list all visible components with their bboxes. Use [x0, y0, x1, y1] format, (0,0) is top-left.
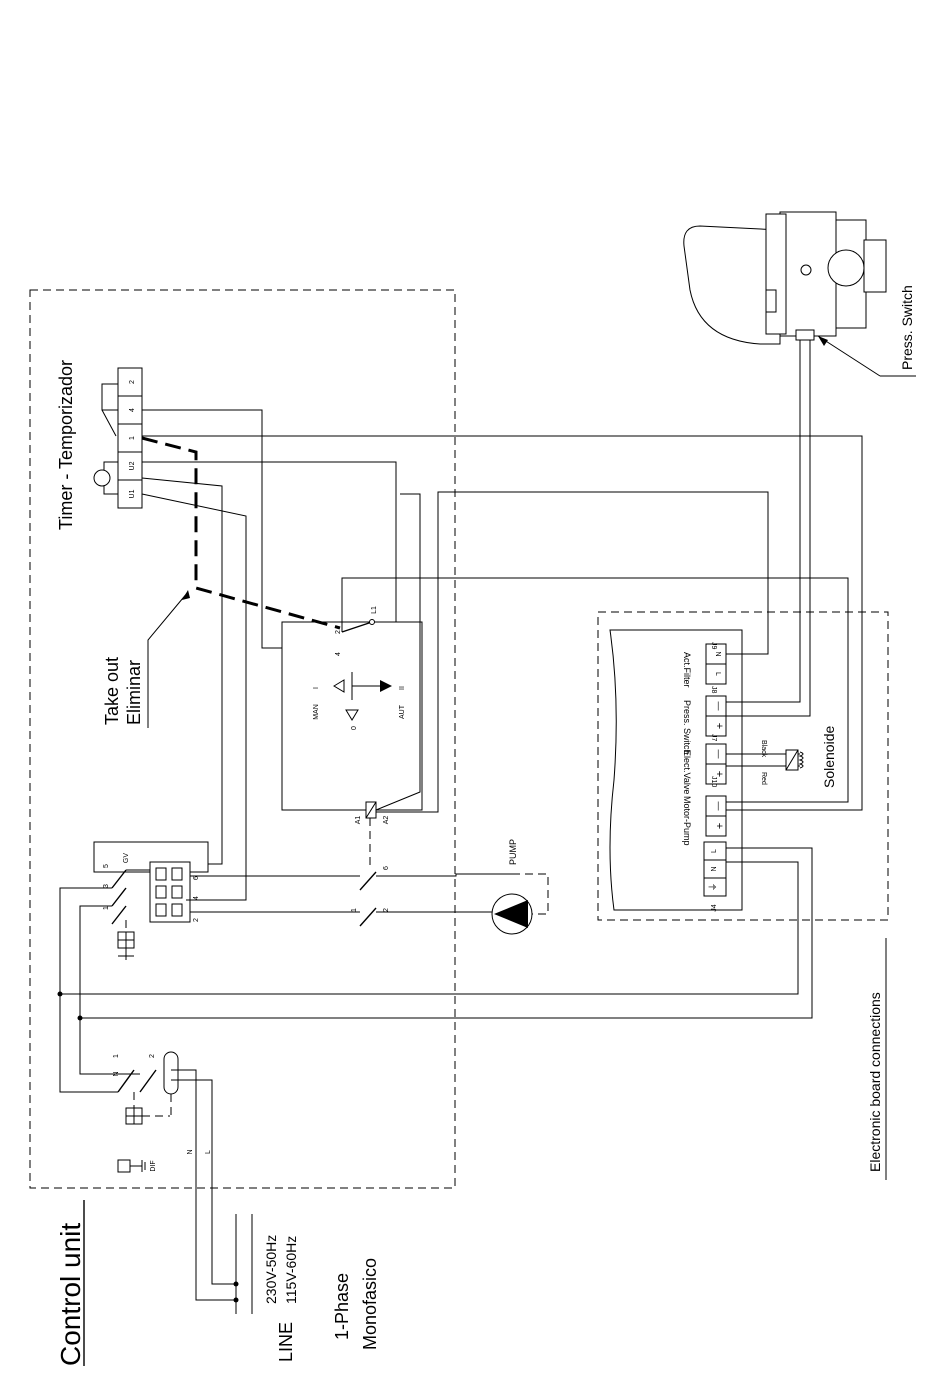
timer-terminal-2: 2 [129, 380, 136, 384]
j4-pin-earth: ⏚ [708, 882, 718, 891]
selector-terminal-2: 2 [335, 630, 342, 634]
phase-en: 1-Phase [332, 1273, 352, 1340]
contactor-terminal-6: 6 [383, 866, 390, 870]
motor-protector-label: GV [123, 853, 130, 863]
j4-pin-n: N [711, 866, 718, 871]
solenoid-label: Solenoide [821, 726, 837, 788]
main-switch: N 1 2 DIF [113, 1051, 179, 1173]
gv-terminal-6: 6 [193, 876, 200, 880]
timer-motor-icon [93, 469, 111, 487]
timer-terminal-4: 4 [129, 408, 136, 412]
j10-pin-plus: + [713, 823, 725, 829]
wiring: N L [57, 409, 863, 1314]
main-switch-2: 2 [149, 1054, 156, 1058]
voltage-230: 230V-50Hz [263, 1235, 279, 1304]
timer-terminal-u1: U1 [129, 489, 136, 498]
gv-terminal-2: 2 [193, 918, 200, 922]
j10-id: J10 [710, 776, 717, 787]
pump: PUMP [491, 839, 549, 935]
gv-terminal-5: 5 [103, 864, 110, 868]
j9-pin-l: L [714, 672, 721, 676]
selector-pos-ii: II [399, 686, 406, 690]
press-switch-label: Press. Switch [899, 285, 915, 370]
j7-pin-plus: + [713, 771, 725, 777]
pump-label: PUMP [508, 839, 518, 865]
gv-terminal-1: 1 [103, 906, 110, 910]
dif-label: DIF [150, 1160, 157, 1171]
timer-terminal-u2: U2 [129, 461, 136, 470]
contactor: A1 A2 6 1 2 [351, 801, 390, 927]
timer-terminal-1: 1 [129, 436, 136, 440]
selector-pos-i: I [313, 687, 320, 689]
gv-terminal-3: 3 [103, 884, 110, 888]
selector-switch: MAN AUT I 0 II L1 2 4 [281, 606, 423, 811]
voltage-115: 115V-60Hz [283, 1236, 299, 1304]
take-out-link [141, 436, 341, 630]
pressure-switch-device: Press. Switch [683, 211, 916, 640]
j9-name: Act.Filter [682, 652, 692, 688]
board-caption: Electronic board connections [867, 992, 883, 1172]
timer: 2 4 1 U2 U1 Timer - Temporizador [56, 360, 143, 530]
take-out-label: Take out [102, 657, 122, 725]
electronic-board: N L J9 Act.Filter — + J8 Press. Switch —… [597, 611, 889, 1180]
line-terminal-l: L [205, 1150, 212, 1154]
phase-es: Monofasico [360, 1258, 380, 1350]
main-switch-1: 1 [113, 1054, 120, 1058]
j4-pin-l: L [711, 849, 718, 853]
wire-red-label: Red [760, 772, 767, 785]
gv-terminal-4: 4 [193, 896, 200, 900]
j8-pin-plus: + [713, 723, 725, 729]
selector-pos-0: 0 [351, 726, 358, 730]
j4-id: J4 [711, 904, 718, 912]
j8-id: J8 [710, 686, 717, 694]
selector-man: MAN [313, 704, 320, 720]
line-terminal-n: N [187, 1149, 194, 1154]
j7-name: Elect.Valve [682, 750, 692, 794]
j9-id: J9 [710, 642, 717, 650]
eliminar-label: Eliminar [124, 660, 144, 725]
wire-black-label: Black [760, 740, 767, 758]
selector-terminal-4: 4 [335, 652, 342, 656]
contactor-terminal-1: 1 [351, 908, 358, 912]
selector-terminal-l1: L1 [371, 606, 378, 614]
timer-title: Timer - Temporizador [56, 360, 76, 530]
j8-pin-minus: — [714, 702, 724, 711]
page-title: Control unit [55, 1223, 86, 1366]
j10-name: Motor-Pump [682, 796, 692, 846]
contactor-a1: A1 [355, 816, 362, 825]
j7-pin-minus: — [714, 750, 724, 759]
contactor-a2: A2 [383, 816, 390, 825]
j9-pin-n: N [714, 651, 721, 656]
control-unit-enclosure [29, 289, 456, 1189]
motor-protector: GV 5 3 1 6 4 2 [93, 841, 209, 960]
j10-pin-minus: — [714, 802, 724, 811]
line-label: LINE [276, 1322, 296, 1362]
j8-name: Press. Switch [682, 700, 692, 755]
contactor-terminal-2: 2 [383, 908, 390, 912]
selector-aut: AUT [399, 704, 406, 719]
j7-id: J7 [710, 734, 717, 742]
